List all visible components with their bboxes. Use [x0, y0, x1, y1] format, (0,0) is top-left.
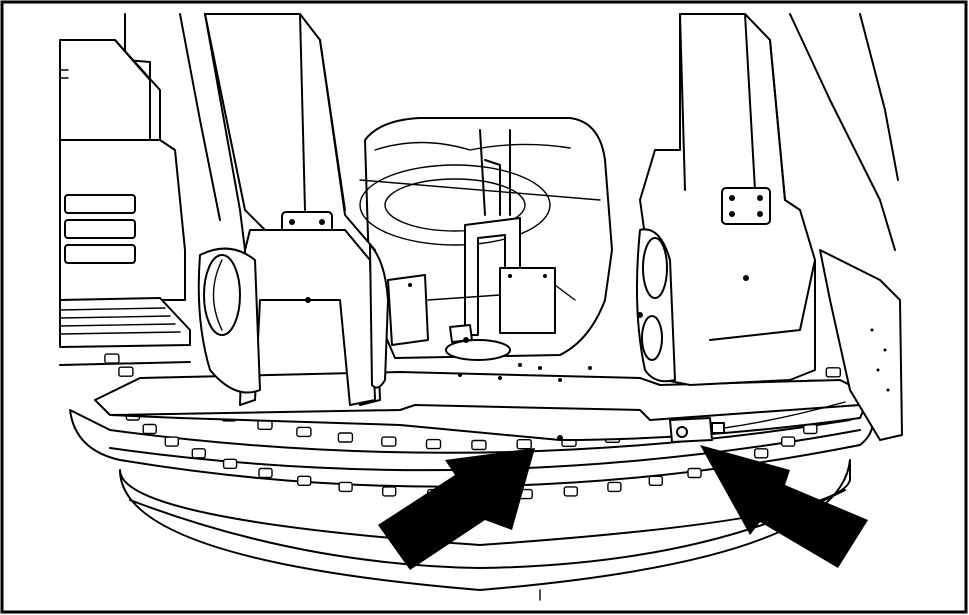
center-mount	[359, 117, 613, 361]
flange-bolt	[425, 438, 442, 450]
flange-bolt	[516, 439, 532, 450]
flange-bolt	[382, 486, 397, 497]
flange-bolt	[297, 475, 312, 486]
flange-bolt	[296, 426, 312, 438]
callout-arrow-left	[378, 448, 535, 570]
flange-bolt	[104, 353, 120, 364]
flange-bolt	[754, 448, 769, 459]
flange-bolt	[222, 458, 238, 469]
pivot-pin	[203, 254, 241, 336]
callout-arrow-right	[700, 445, 868, 568]
pivot-pin	[642, 237, 668, 299]
right-side-panel	[819, 249, 903, 441]
left-control-housing	[59, 39, 191, 366]
flange-bolt	[142, 423, 157, 435]
sensor-disc	[445, 339, 511, 361]
flange-bolt	[687, 467, 702, 479]
flange-bolt	[338, 481, 353, 493]
flange-bolt	[471, 439, 487, 451]
flange-bolt	[781, 436, 796, 447]
flange-bolt	[118, 366, 134, 377]
housing-slot	[64, 219, 136, 239]
left-lift-arm	[197, 13, 389, 406]
flange-bolt	[607, 481, 622, 493]
turntable-ring	[359, 164, 551, 246]
cover-plate	[499, 267, 556, 334]
flange-bolt	[164, 436, 180, 447]
arm-clamp	[721, 187, 771, 225]
flange-bolt	[381, 436, 397, 447]
side-block	[387, 274, 429, 346]
flange-bolt	[563, 486, 578, 497]
flange-bolt	[648, 475, 663, 486]
proximity-sensor	[669, 401, 846, 443]
housing-slot	[64, 194, 136, 214]
flange-bolt	[337, 432, 354, 443]
housing-slot	[64, 244, 136, 264]
right-lift-arm	[635, 13, 816, 386]
flange-bolt	[191, 448, 207, 459]
flange-bolt	[825, 367, 841, 378]
flange-bolt	[258, 467, 273, 479]
